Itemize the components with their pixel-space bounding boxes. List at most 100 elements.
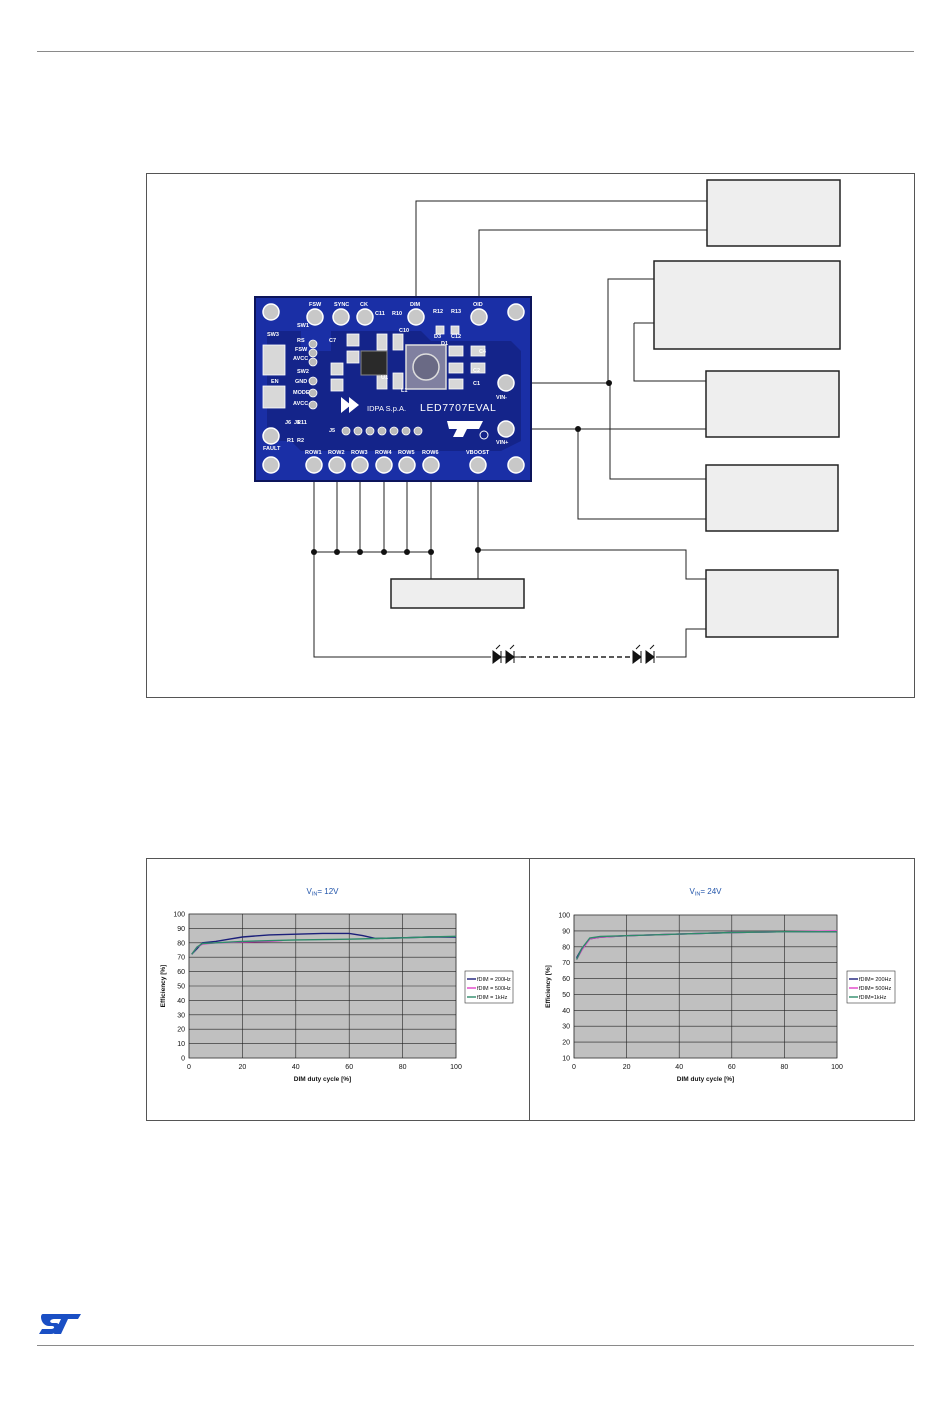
- silk-sw3: SW3: [267, 332, 279, 338]
- chart-legend: fDIM = 200Hz fDIM = 500Hz fDIM = 1kHz: [464, 970, 514, 1004]
- pcb-board: [254, 296, 532, 482]
- silk-avcc-2: AVCC: [293, 401, 308, 407]
- silk-c1: C1: [473, 381, 480, 387]
- chart-title: VIN= 12V: [307, 887, 340, 898]
- x-tick-label: 0: [187, 1064, 191, 1071]
- y-tick-label: 20: [177, 1027, 185, 1034]
- callout-box-3: [705, 370, 840, 438]
- board-company: IDPA S.p.A.: [367, 404, 406, 413]
- silk-c12: C12: [451, 334, 461, 340]
- silk-sync: SYNC: [334, 302, 349, 308]
- y-tick-label: 50: [562, 992, 570, 999]
- footer-rule: [37, 1345, 914, 1346]
- silk-r13: R13: [451, 309, 461, 315]
- silk-row2: ROW2: [328, 450, 345, 456]
- silk-c4: C4: [479, 349, 487, 355]
- x-tick-label: 100: [831, 1064, 843, 1071]
- chart-title: VIN= 24V: [690, 887, 723, 898]
- junction-dots: [311, 380, 612, 555]
- legend-entry: fDIM = 1kHz: [477, 995, 508, 1001]
- y-tick-label: 90: [177, 926, 185, 933]
- silk-en: EN: [271, 379, 279, 385]
- silk-j6: J6: [285, 420, 291, 426]
- silk-rs: RS: [297, 338, 305, 344]
- silk-mode: MODE: [293, 390, 310, 396]
- silk-fault: FAULT: [263, 446, 281, 452]
- x-tick-label: 20: [239, 1064, 247, 1071]
- y-tick-label: 80: [177, 940, 185, 947]
- y-tick-label: 100: [558, 913, 570, 920]
- series-line: [575, 930, 837, 960]
- silk-dim: DIM: [410, 302, 421, 308]
- silk-r10: R10: [392, 311, 402, 317]
- silk-d1: D1: [441, 341, 448, 347]
- silk-r12: R12: [433, 309, 443, 315]
- x-tick-label: 0: [572, 1064, 576, 1071]
- silk-vin-plus: VIN+: [496, 440, 508, 446]
- silk-oid: OID: [473, 302, 483, 308]
- efficiency-charts-frame: VIN= 12V 0 10 20 30 40 50 60 70 80 90 100 0 20 40 60 80 1…: [146, 858, 915, 1121]
- silk-fsw: FSW: [295, 347, 308, 353]
- silk-c10: C10: [399, 328, 409, 334]
- connection-diagram: FSW SYNC CK DIM OID SW3 SW1 RS FSW AVCC …: [254, 179, 841, 664]
- y-axis-label: Efficiency [%]: [545, 965, 552, 1008]
- silk-r2: R2: [297, 438, 304, 444]
- callout-box-2: [653, 260, 841, 350]
- legend-entry: fDIM=1kHz: [859, 995, 887, 1001]
- callout-box-1: [706, 179, 841, 247]
- x-tick-label: 40: [292, 1064, 300, 1071]
- y-axis-label: Efficiency [%]: [160, 965, 167, 1008]
- x-axis-label: DIM duty cycle [%]: [294, 1076, 351, 1083]
- header-rule: [37, 51, 914, 52]
- silk-row4: ROW4: [375, 450, 392, 456]
- silk-j5: J5: [329, 428, 335, 434]
- y-tick-label: 0: [181, 1056, 185, 1063]
- connection-diagram-frame: FSW SYNC CK DIM OID SW3 SW1 RS FSW AVCC …: [146, 173, 915, 698]
- x-tick-label: 20: [623, 1064, 631, 1071]
- y-tick-label: 30: [177, 1012, 185, 1019]
- x-tick-label: 60: [728, 1064, 736, 1071]
- led-string-start: [492, 644, 521, 664]
- y-tick-label: 30: [562, 1024, 570, 1031]
- x-tick-label: 100: [450, 1064, 462, 1071]
- x-tick-label: 80: [399, 1064, 407, 1071]
- y-tick-label: 70: [562, 960, 570, 967]
- silk-row1: ROW1: [305, 450, 322, 456]
- legend-entry: fDIM= 500Hz: [859, 986, 891, 992]
- legend-entry: fDIM = 500Hz: [477, 986, 511, 992]
- x-tick-label: 80: [781, 1064, 789, 1071]
- silk-r1: R1: [287, 438, 294, 444]
- silk-avcc-1: AVCC: [293, 356, 308, 362]
- silk-row5: ROW5: [398, 450, 415, 456]
- callout-box-4: [705, 464, 839, 532]
- silk-c2: C2: [473, 368, 480, 374]
- silk-d3: D3: [434, 334, 441, 340]
- silk-u1: U1: [381, 375, 388, 381]
- silk-sw1: SW1: [297, 323, 309, 329]
- silk-ck: CK: [360, 302, 368, 308]
- y-tick-label: 10: [177, 1041, 185, 1048]
- y-tick-label: 40: [177, 998, 185, 1005]
- legend-entry: fDIM = 200Hz: [477, 977, 511, 983]
- st-logo-icon: [39, 1314, 81, 1334]
- silk-r11: R11: [297, 420, 307, 426]
- silk-gnd: GND: [295, 379, 307, 385]
- y-tick-label: 60: [177, 969, 185, 976]
- y-tick-label: 80: [562, 944, 570, 951]
- y-tick-label: 40: [562, 1008, 570, 1015]
- silk-fsw-top: FSW: [309, 302, 322, 308]
- silk-c7: C7: [329, 338, 336, 344]
- silk-vboost: VBOOST: [466, 450, 490, 456]
- y-tick-label: 90: [562, 928, 570, 935]
- silk-j1: J1: [294, 420, 300, 426]
- board-silkscreen: FSW SYNC CK DIM OID SW3 SW1 RS FSW AVCC …: [263, 302, 508, 456]
- silk-row6: ROW6: [422, 450, 439, 456]
- callout-box-5: [705, 569, 839, 638]
- y-tick-label: 100: [173, 912, 185, 919]
- plot-area: [573, 914, 838, 1059]
- led-string-end: [632, 644, 655, 664]
- y-tick-label: 70: [177, 955, 185, 962]
